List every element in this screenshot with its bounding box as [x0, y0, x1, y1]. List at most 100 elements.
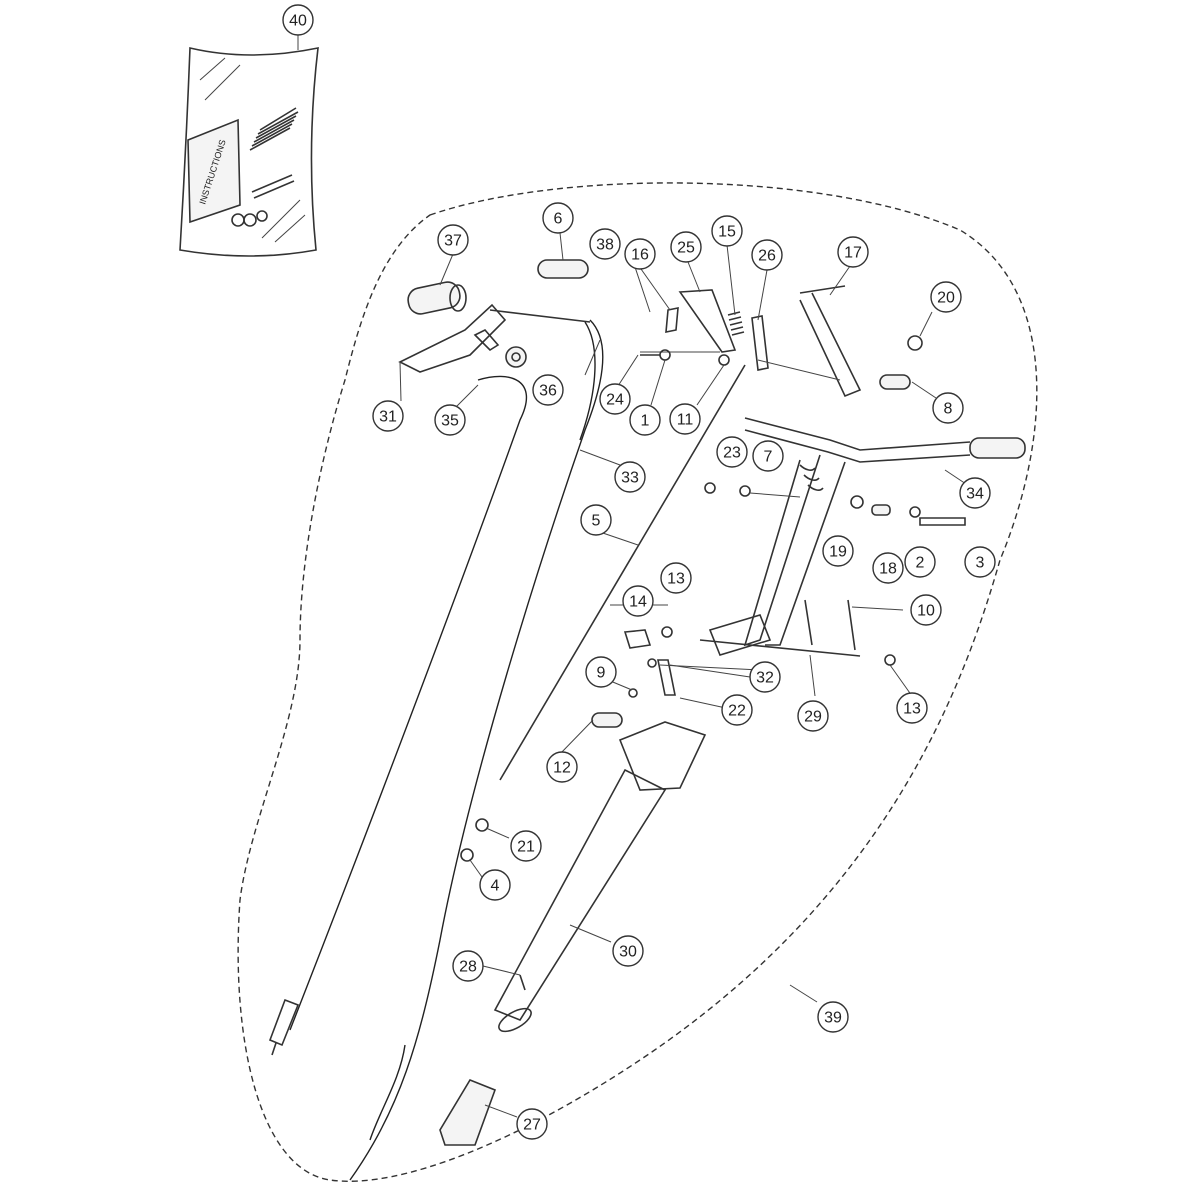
callout-c19: 19 [822, 535, 854, 567]
callout-circle [837, 236, 869, 268]
callout-circle [660, 562, 692, 594]
callout-circle [711, 215, 743, 247]
callout-c17: 17 [837, 236, 869, 268]
callout-circle [599, 383, 631, 415]
callout-c26: 26 [751, 239, 783, 271]
callout-circle [751, 239, 783, 271]
callout-c13a: 13 [660, 562, 692, 594]
callout-c34: 34 [959, 477, 991, 509]
callout-number: 40 [289, 13, 307, 30]
callout-number: 5 [592, 513, 601, 530]
callout-c31: 31 [372, 400, 404, 432]
callout-circle [479, 869, 511, 901]
lower-tube-assembly [493, 712, 707, 1033]
callout-number: 24 [606, 392, 624, 409]
drive-cable [349, 319, 604, 1181]
callout-c21: 21 [510, 830, 542, 862]
callout-circle [721, 694, 753, 726]
handle-bar [708, 417, 1026, 656]
callout-number: 14 [629, 594, 647, 611]
callout-number: 15 [718, 224, 736, 241]
callout-number: 38 [596, 237, 614, 254]
callout-circle [546, 751, 578, 783]
callout-c30: 30 [612, 935, 644, 967]
callout-number: 22 [728, 703, 746, 720]
callout-number: 17 [844, 245, 862, 262]
callout-c36: 36 [532, 374, 564, 406]
callout-circle [797, 700, 829, 732]
callout-number: 11 [677, 412, 694, 429]
callout-circle [516, 1108, 548, 1140]
callout-circle [585, 656, 617, 688]
callout-circle [624, 238, 656, 270]
auxiliary-cable [289, 375, 527, 1031]
callout-number: 21 [517, 839, 535, 856]
callout-circle [669, 403, 701, 435]
callout-number: 12 [553, 760, 571, 777]
callout-c32: 32 [749, 661, 781, 693]
callout-c2: 2 [904, 546, 936, 578]
callout-circle [904, 546, 936, 578]
cross-rod [699, 639, 861, 657]
callout-number: 16 [631, 247, 649, 264]
drive-lever-assembly [398, 281, 591, 373]
callout-number: 6 [554, 211, 563, 228]
hardware-kit-bag: INSTRUCTIONS [179, 46, 319, 257]
callout-number: 37 [444, 233, 462, 250]
callout-circle [372, 400, 404, 432]
callout-c33: 33 [614, 461, 646, 493]
callout-c3: 3 [964, 546, 996, 578]
callout-number: 9 [597, 665, 606, 682]
callout-circle [437, 224, 469, 256]
callout-circle [532, 374, 564, 406]
callout-c39: 39 [817, 1001, 849, 1033]
callout-number: 23 [723, 445, 741, 462]
callout-circle [614, 461, 646, 493]
callout-c22: 22 [721, 694, 753, 726]
callout-circle [612, 935, 644, 967]
callout-number: 1 [641, 413, 650, 430]
callout-number: 25 [677, 240, 695, 257]
callout-c29: 29 [797, 700, 829, 732]
callout-number: 20 [937, 290, 955, 307]
callout-c9: 9 [585, 656, 617, 688]
callout-number: 13 [667, 571, 685, 588]
callout-number: 34 [966, 486, 984, 503]
callout-c15: 15 [711, 215, 743, 247]
callout-circle [872, 552, 904, 584]
callout-number: 10 [917, 603, 935, 620]
callout-c18: 18 [872, 552, 904, 584]
callout-number: 2 [916, 555, 925, 572]
callout-circle [910, 594, 942, 626]
callout-circle [589, 228, 621, 260]
callout-number: 8 [944, 401, 953, 418]
callout-c23: 23 [716, 436, 748, 468]
callout-c35: 35 [434, 404, 466, 436]
callout-circle [930, 281, 962, 313]
callout-circle [542, 202, 574, 234]
callout-number: 13 [903, 701, 921, 718]
callout-c6: 6 [542, 202, 574, 234]
kit-boundary-outline [237, 182, 1038, 1182]
callout-number: 32 [756, 670, 774, 687]
callout-number: 18 [879, 561, 897, 578]
callout-number: 7 [764, 449, 773, 466]
callout-circle [452, 950, 484, 982]
spacer-tube [537, 259, 589, 279]
callout-circle [434, 404, 466, 436]
callout-c10: 10 [910, 594, 942, 626]
callout-circle [629, 404, 661, 436]
callout-c28: 28 [452, 950, 484, 982]
callout-circle [817, 1001, 849, 1033]
callout-circle [622, 585, 654, 617]
callout-number: 29 [804, 709, 822, 726]
callout-number: 31 [379, 409, 397, 426]
callout-number: 36 [539, 383, 557, 400]
callout-c5: 5 [580, 504, 612, 536]
callout-number: 35 [441, 413, 459, 430]
tube-clamp [439, 1079, 497, 1146]
callout-circle [580, 504, 612, 536]
callout-circle [752, 440, 784, 472]
